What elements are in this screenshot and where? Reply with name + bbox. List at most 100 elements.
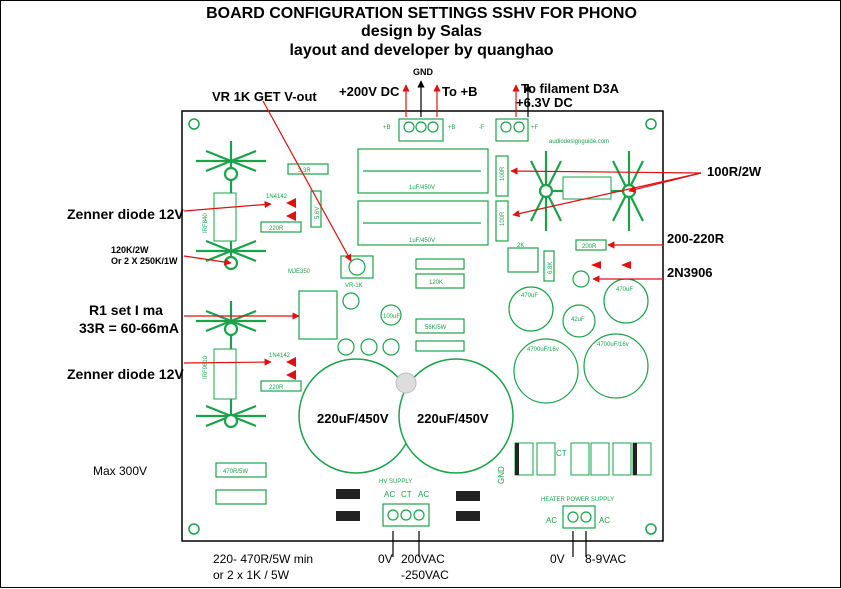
annotation-470r-1: 220- 470R/5W min [213,552,314,566]
label-100uf: 100uF [383,314,400,320]
annotation-0v-left: 0V [378,552,393,566]
diodes-hv [336,489,480,521]
board-label-plus-b-right: +B [448,125,456,131]
resistor-56k [415,318,465,334]
resistor-r3b [415,340,465,352]
label-3-3r: 3.3R [298,168,311,174]
annotation-to-filament: To filament D3A [521,81,619,96]
label-ac-heater-right: AC [599,516,610,525]
heatsink-top-left [196,141,266,271]
cap-100uf [380,304,402,326]
resistor-3-3r [287,163,329,175]
annotation-200vac-2: -250VAC [401,568,449,582]
resistor-6-8k [543,250,555,282]
resistor-5-6v [310,190,322,228]
cap-4700uf-1 [513,338,579,404]
annotation-470r-2: or 2 x 1K / 5W [213,568,290,582]
center-hole [395,372,417,394]
resistor-470r-2 [215,489,267,505]
trimpot-2k [507,247,539,273]
resistor-470r-1 [215,462,267,478]
cap-4700uf-2 [583,333,649,399]
annotation-zener-top: Zenner diode 12V [67,206,184,222]
diodes-d17-d18 [591,261,631,269]
label-1uf-bot: 1uF/450V [409,238,435,244]
annotation-120k-2: Or 2 X 250K/1W [111,256,178,266]
annotation-max300: Max 300V [93,464,148,478]
annotation-8-9vac: 8-9VAC [585,552,627,566]
title-line-2: design by Salas [361,23,482,40]
label-100r-2: 100R [500,211,506,226]
annotation-100r: 100R/2W [707,164,762,179]
resistor-r1 [298,290,338,340]
connector-j2 [398,118,444,142]
connector-j4 [495,118,529,142]
annotation-120k-1: 120K/2W [111,245,149,255]
resistor-r4 [415,258,465,270]
label-vr1k: VR-1K [345,283,363,289]
zener-diodes-bot [286,357,296,380]
annotation-200r: 200-220R [667,231,725,246]
board-label-plus-f: +F [531,125,539,131]
label-56k: 56K/5W [425,325,447,331]
label-ct-right: CT [556,449,567,458]
annotation-plus200: +200V DC [339,84,400,99]
annotation-gnd: GND [413,67,433,77]
film-cap-c3 [357,148,489,194]
label-220r-top: 220R [269,226,284,232]
annotation-zener-bottom: Zenner diode 12V [67,366,184,382]
mount-holes [188,118,657,535]
label-6-8k: 6.8K [548,262,554,274]
diode-bands-right [515,443,637,475]
label-42uf: 42uF [571,317,585,323]
resistor-120k [415,273,465,289]
label-irf840: IRF840 [203,213,209,233]
label-1uf-top: 1uF/450V [409,185,435,191]
annotation-r1-1: R1 set I ma [89,302,163,318]
resistor-220r-top [260,221,302,233]
annotation-2n3906: 2N3906 [667,265,713,280]
annotation-to-b: To +B [442,84,478,99]
label-120k: 120K [429,280,443,286]
resistor-220r-bot [260,380,302,392]
label-irf9610: IRF9610 [203,355,209,379]
heatsink-top-right [530,151,644,231]
label-100r-1: 100R [500,166,506,181]
label-220uf-2: 220uF/450V [417,411,489,426]
label-220uf-1: 220uF/450V [317,411,389,426]
label-ac-heater-left: AC [546,516,557,525]
title-line-3: layout and developer by quanghao [289,42,554,59]
label-ac-hv-right: AC [418,490,429,499]
label-ac-hv-left: AC [384,490,395,499]
cap-470uf-2 [603,278,649,324]
label-470r: 470R/5W [223,469,248,475]
annotation-0v-right: 0V [550,552,565,566]
label-mje350: MJE350 [288,269,311,275]
cap-220uf-2 [398,358,514,474]
label-470uf-2: 470uF [616,287,633,293]
label-200r: 200R [582,244,597,250]
film-cap-c2 [357,200,489,246]
label-1n4142-bot: 1N4142 [269,353,291,359]
annotation-r1-2: 33R = 60-66mA [79,320,180,336]
resistor-200r [575,239,607,251]
label-1n4142-top: 1N4142 [266,194,288,200]
transistor-q5 [572,270,590,288]
label-hv-supply: HV SUPPLY [379,479,412,485]
connector-j1 [382,503,430,527]
board-label-site: audiodesignguide.com [549,139,609,145]
connector-j3 [562,505,596,529]
label-470uf-1: 470uF [521,293,538,299]
cap-470uf-1 [508,286,554,332]
resistor-100r-1 [495,155,509,197]
zener-diodes-top [286,198,296,221]
board-label-plus-b-left: +B [383,125,391,131]
annotation-plus63: +6.3V DC [516,95,573,110]
label-4700uf-1: 4700uF/16v [527,347,559,353]
annotation-vr1k: VR 1K GET V-out [212,89,317,104]
label-4700uf-2: 4700uF/16v [597,342,629,348]
annotation-200vac-1: 200VAC [401,552,445,566]
label-gnd-board: GND [497,466,506,484]
heatsink-bottom-left [196,301,266,429]
